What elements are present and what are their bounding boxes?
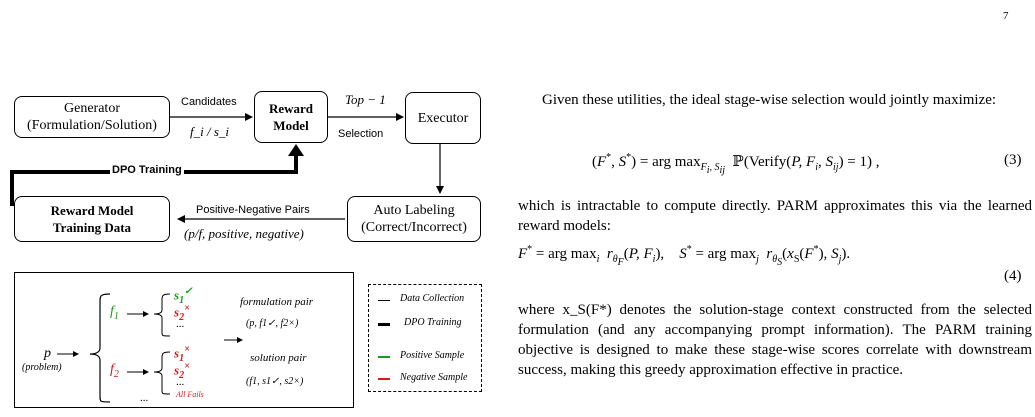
equation-4-number: (4) xyxy=(1004,268,1022,284)
auto-labeling-box: Auto Labeling (Correct/Incorrect) xyxy=(347,196,481,242)
executor-box: Executor xyxy=(405,92,481,144)
equation-3: (F*, S*) = arg maxFi, Sij ℙ(Verify(P, Fi… xyxy=(592,152,880,176)
auto-labeling-sublabel: (Correct/Incorrect) xyxy=(361,220,467,235)
rm-training-data-box: Reward Model Training Data xyxy=(14,196,170,242)
selection-label: Selection xyxy=(338,128,384,140)
rm-training-data-label: Reward Model xyxy=(50,203,134,218)
tree-root: p xyxy=(44,346,51,361)
generator-label: Generator xyxy=(64,101,120,116)
executor-label: Executor xyxy=(417,110,469,126)
pairs-math: (p/f, positive, negative) xyxy=(184,226,304,241)
s2-negative-node-2: s2× xyxy=(174,361,190,381)
top1-label: Top − 1 xyxy=(345,92,386,107)
paragraph-2: which is intractable to compute directly… xyxy=(518,198,1032,234)
solution-pair-label: solution pair xyxy=(250,352,307,364)
ellipsis-3: ... xyxy=(140,392,149,404)
reward-model-label: Reward xyxy=(268,101,314,116)
generator-sublabel: (Formulation/Solution) xyxy=(27,118,157,133)
generator-box: Generator (Formulation/Solution) xyxy=(14,96,170,138)
paragraph-1: Given these utilities, the ideal stage-w… xyxy=(542,92,997,108)
legend-data-collection-line xyxy=(378,300,390,301)
solution-pair-tuple: (f1, s1✓, s2×) xyxy=(246,376,304,387)
dpo-training-label: DPO Training xyxy=(110,164,184,176)
candidates-label: Candidates xyxy=(181,96,237,108)
tree-braces xyxy=(57,293,243,403)
legend-positive-sample: Positive Sample xyxy=(400,350,465,361)
pairs-diagram-panel xyxy=(14,272,354,408)
equation-4: F* = arg maxi rθF(P, Fi), S* = arg maxj … xyxy=(518,244,851,268)
tree-root-caption: (problem) xyxy=(22,362,62,373)
s2-negative-node: s2× xyxy=(174,303,190,323)
ellipsis-1: ... xyxy=(176,318,185,330)
reward-model-sublabel: Model xyxy=(273,118,309,133)
s1-positive-node: s1✓ xyxy=(174,286,193,306)
legend-dpo-training-line xyxy=(378,323,390,326)
legend-data-collection: Data Collection xyxy=(400,293,465,304)
legend-dpo-training: DPO Training xyxy=(404,317,462,328)
legend-positive-line xyxy=(378,356,390,358)
reward-model-box: Reward Model xyxy=(254,91,328,143)
ellipsis-2: ... xyxy=(176,376,185,388)
equation-3-number: (3) xyxy=(1004,152,1022,168)
rm-training-data-sublabel: Training Data xyxy=(52,220,132,235)
paragraph-3: where x_S(F*) denotes the solution-stage… xyxy=(518,302,1032,378)
pairs-label: Positive-Negative Pairs xyxy=(196,204,310,216)
formulation-pair-label: formulation pair xyxy=(240,296,314,308)
formulation-pair-tuple: (p, f1✓, f2×) xyxy=(246,318,299,329)
s1-negative-node: s1× xyxy=(174,344,190,364)
f1-node: f1 xyxy=(110,304,119,322)
page-number: 7 xyxy=(1003,10,1009,22)
legend-negative-line xyxy=(378,378,390,380)
legend-negative-sample: Negative Sample xyxy=(400,372,468,383)
candidates-math: f_i / s_i xyxy=(190,124,230,139)
f2-node: f2 xyxy=(110,362,119,380)
all-fails-label: All Fails xyxy=(176,390,204,399)
auto-labeling-label: Auto Labeling xyxy=(373,203,455,218)
legend-panel xyxy=(368,284,482,392)
